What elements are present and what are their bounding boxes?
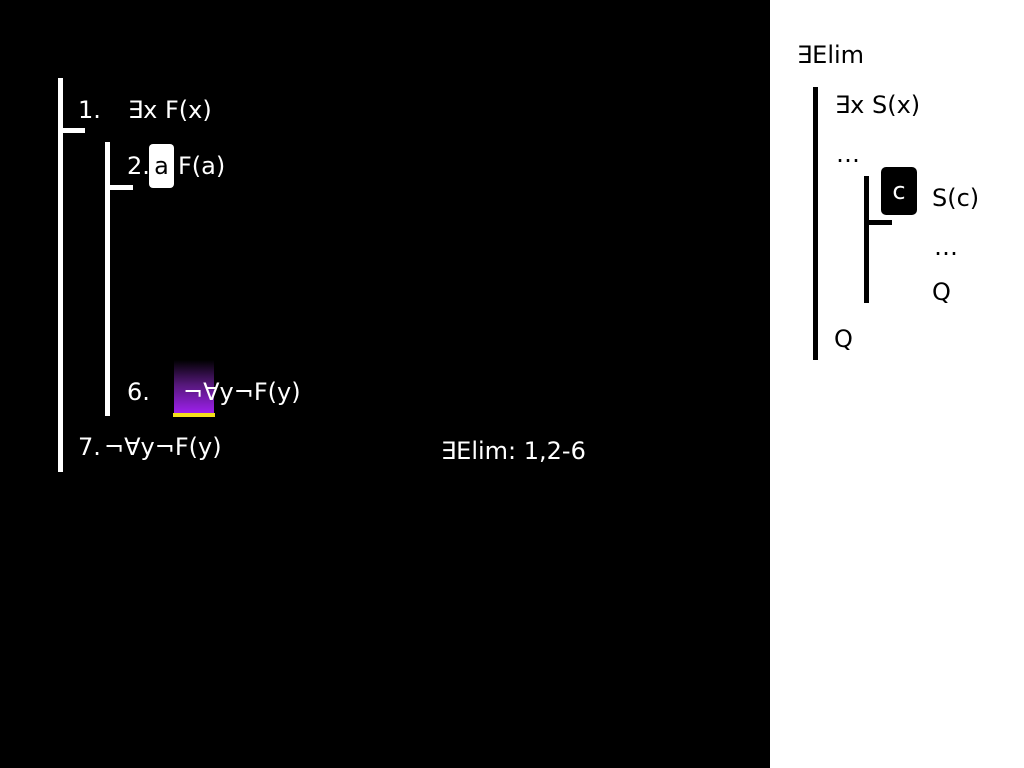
constant-c-box: c: [881, 167, 917, 215]
proof-panel: 1. ∃x F(x) 2. a F(a) 6. ¬∀y¬F(y) 7. ¬∀y¬…: [58, 78, 586, 472]
line-6-formula[interactable]: ¬∀y¬F(y): [183, 378, 301, 406]
rule-outer-scope-line: [813, 87, 818, 360]
constant-a-box[interactable]: a: [149, 144, 174, 188]
rule-conclusion: Q: [834, 325, 853, 353]
rule-dots-outer: …: [836, 140, 860, 168]
selection-highlight: [174, 360, 214, 414]
outer-scope-line: [58, 78, 63, 472]
subproof-scope-line: [105, 142, 110, 416]
subproof-fitch-bar: [105, 185, 133, 190]
rule-subproof-fitch-bar: [864, 220, 892, 225]
rule-premise: ∃x S(x): [835, 91, 921, 119]
line-7-number: 7.: [78, 433, 101, 461]
line-7-formula[interactable]: ¬∀y¬F(y): [104, 433, 222, 461]
line-2-number: 2.: [127, 152, 150, 180]
rule-title: ∃Elim: [797, 41, 865, 69]
outer-fitch-bar: [58, 128, 85, 133]
rule-subproof-scope-line: [864, 176, 869, 303]
line-7-justification[interactable]: ∃Elim: 1,2-6: [441, 437, 586, 465]
rule-dots-inner: …: [934, 233, 958, 261]
line-2-formula[interactable]: F(a): [178, 152, 226, 180]
line-1-number: 1.: [78, 96, 101, 124]
line-6-number: 6.: [127, 378, 150, 406]
rule-sub-conclusion: Q: [932, 278, 951, 306]
selection-underline: [173, 413, 215, 417]
line-1-formula[interactable]: ∃x F(x): [128, 96, 212, 124]
rule-reference-panel: ∃Elim ∃x S(x) … S(c) … Q Q: [770, 0, 1024, 768]
rule-assumption: S(c): [932, 184, 980, 212]
